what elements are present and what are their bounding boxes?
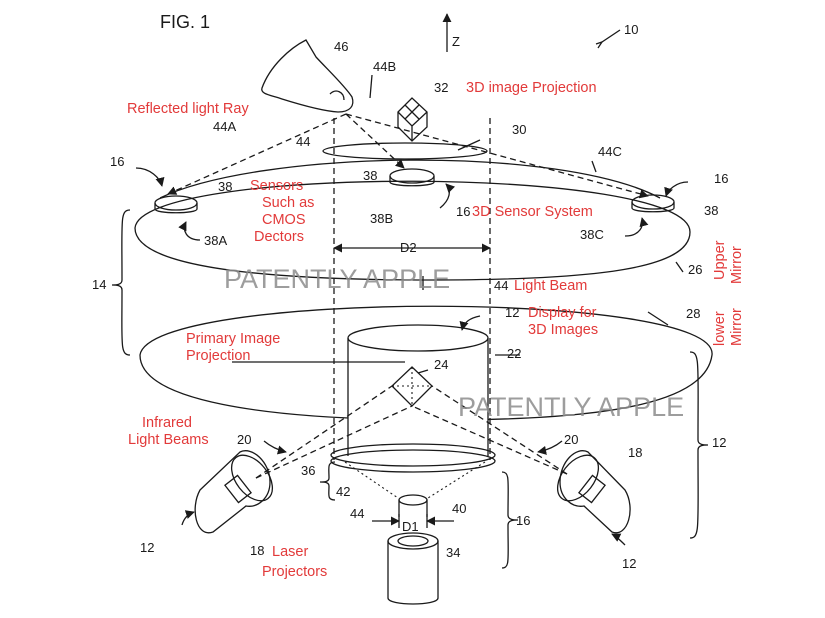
annotation-display-line1: Display for <box>528 305 597 321</box>
ray-44b <box>345 113 405 169</box>
brace-12-right <box>689 351 709 539</box>
annotation-infrared-line1: Infrared <box>142 415 192 431</box>
ref-16-middle: 16 <box>456 204 470 219</box>
brace-36 <box>319 461 336 501</box>
ref-36: 36 <box>301 463 315 478</box>
ref-44-beam: 44 <box>494 278 508 293</box>
bottom-lens-body <box>398 500 428 517</box>
annotation-3d-image-projection: 3D image Projection <box>466 80 597 96</box>
annotation-sensors-line3: CMOS <box>262 212 306 228</box>
ref-24: 24 <box>434 357 448 372</box>
ref-12-bottom-left: 12 <box>140 540 154 555</box>
user-finger <box>261 39 354 113</box>
annotation-infrared-line2: Light Beams <box>128 432 209 448</box>
bottom-cone-right <box>427 461 486 499</box>
ref-12-top: 12 <box>505 305 519 320</box>
bottom-lens <box>398 494 428 506</box>
annotation-primary-line1: Primary Image <box>186 331 280 347</box>
annotation-laser-line2: Projectors <box>262 564 327 580</box>
ref-44b: 44B <box>373 59 396 74</box>
annotation-laser-line1: Laser <box>272 544 308 560</box>
ref-32: 32 <box>434 80 448 95</box>
sensor-right <box>631 194 675 210</box>
bottom-projector <box>387 541 439 605</box>
ray-44c <box>345 113 649 199</box>
watermark-lower: PATENTLY APPLE <box>458 392 684 422</box>
ref-44a: 44A <box>213 119 236 134</box>
watermark-upper: PATENTLY APPLE <box>224 264 450 294</box>
ref-14: 14 <box>92 277 106 292</box>
ref-44-bottom: 44 <box>350 506 364 521</box>
ref-12-right: 12 <box>712 435 726 450</box>
ref-34: 34 <box>446 545 460 560</box>
ref-44: 44 <box>296 134 310 149</box>
mirror-opening <box>322 142 488 160</box>
ref-16-right: 16 <box>714 171 728 186</box>
infrared-beam-left <box>255 385 393 479</box>
ref-16-bottom: 16 <box>516 513 530 528</box>
ref-38-middle: 38 <box>363 168 377 183</box>
annotation-sensors-line2: Such as <box>262 195 314 211</box>
laser-projector-left <box>194 450 274 534</box>
bottom-cone-left <box>344 461 399 499</box>
ref-40: 40 <box>452 501 466 516</box>
lower-mirror <box>139 305 713 421</box>
ref-38b: 38B <box>370 211 393 226</box>
ref-18-left: 18 <box>250 543 264 558</box>
annotation-display-line2: 3D Images <box>528 322 598 338</box>
dim-d1: D1 <box>402 519 419 534</box>
upper-mirror <box>134 180 691 281</box>
ref-28: 28 <box>686 306 700 321</box>
annotation-reflected-light-ray: Reflected light Ray <box>127 101 249 117</box>
ref-18-right: 18 <box>628 445 642 460</box>
infrared-beam-right <box>431 385 568 475</box>
upper-mirror-surface <box>159 159 661 199</box>
ref-30: 30 <box>512 122 526 137</box>
ref-44c: 44C <box>598 144 622 159</box>
annotation-lower-mirror-line2: Mirror <box>729 308 745 346</box>
annotation-upper-mirror-line1: Upper <box>712 240 728 280</box>
annotation-sensors-line4: Dectors <box>254 229 304 245</box>
ref-12-bottom-right: 12 <box>622 556 636 571</box>
3d-image-cube <box>397 97 428 142</box>
ref-38-right: 38 <box>704 203 718 218</box>
annotation-lower-mirror-line1: lower <box>712 311 728 346</box>
ref-22: 22 <box>507 346 521 361</box>
figure-title: FIG. 1 <box>160 12 210 32</box>
ref-20-right: 20 <box>564 432 578 447</box>
primary-image-surface <box>347 324 489 352</box>
ref-16-left: 16 <box>110 154 124 169</box>
annotation-primary-line2: Projection <box>186 348 250 364</box>
ref-38-left: 38 <box>218 179 232 194</box>
display-base-lens <box>330 443 496 467</box>
dim-d2: D2 <box>400 240 417 255</box>
annotation-sensors-line1: Sensors <box>250 178 303 194</box>
ref-38a: 38A <box>204 233 227 248</box>
sensor-left <box>154 195 198 211</box>
laser-projector-right <box>556 450 631 534</box>
ref-42: 42 <box>336 484 350 499</box>
annotation-light-beam: Light Beam <box>514 278 587 294</box>
ref-46: 46 <box>334 39 348 54</box>
ray-44a <box>167 113 347 195</box>
leader-10 <box>601 29 621 43</box>
annotation-3d-sensor-system: 3D Sensor System <box>472 204 593 220</box>
z-axis-label: Z <box>452 34 460 49</box>
ref-38c: 38C <box>580 227 604 242</box>
ref-20-left: 20 <box>237 432 251 447</box>
ref-26: 26 <box>688 262 702 277</box>
annotation-upper-mirror-line2: Mirror <box>729 246 745 284</box>
brace-14 <box>111 209 131 356</box>
ref-10: 10 <box>624 22 638 37</box>
brace-16-bottom <box>501 471 519 569</box>
